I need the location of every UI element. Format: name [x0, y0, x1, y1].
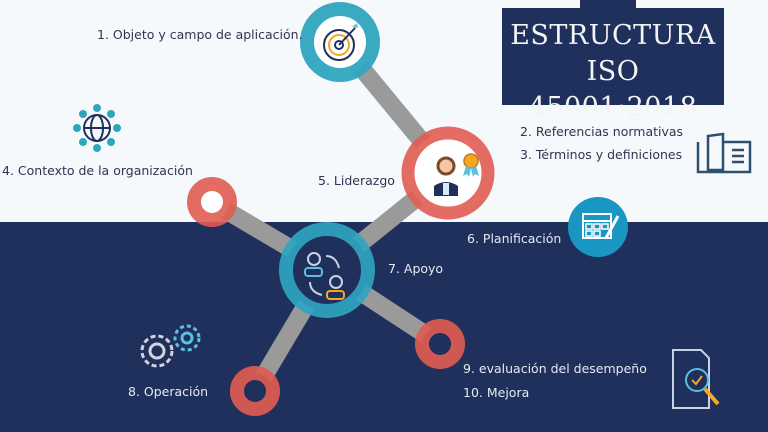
- target-icon: [323, 23, 358, 61]
- title-tab: [580, 0, 636, 9]
- navy-background: [0, 222, 768, 432]
- label-item-2: 2. Referencias normativas: [520, 124, 684, 139]
- label-item-8: 8. Operación: [128, 384, 209, 399]
- label-item-10: 10. Mejora: [463, 385, 530, 400]
- title-line2: ISO 45001:2018: [528, 56, 698, 123]
- connectors: [207, 36, 455, 396]
- label-item-9: 9. evaluación del desempeño: [463, 361, 647, 376]
- leader-award-icon: [434, 153, 479, 196]
- globe-network-icon: [73, 104, 121, 152]
- label-item-4: 4. Contexto de la organización: [2, 163, 193, 178]
- users-cycle-icon: [304, 252, 345, 300]
- label-item-1: 1. Objeto y campo de aplicación.: [97, 27, 303, 42]
- title-line1: ESTRUCTURA: [510, 20, 716, 51]
- calendar-icon: [568, 197, 628, 257]
- node-4-ring: [187, 177, 237, 227]
- label-item-6: 6. Planificación: [467, 231, 562, 246]
- node-8-ring: [230, 366, 280, 416]
- label-item-5: 5. Liderazgo: [318, 173, 395, 188]
- gears-icon: [140, 324, 201, 368]
- title-box: ESTRUCTURA ISO 45001:2018: [502, 8, 724, 123]
- book-icon: [696, 132, 752, 174]
- label-item-7: 7. Apoyo: [388, 261, 444, 276]
- document-search-icon: [672, 349, 720, 409]
- node-7-ring: [279, 222, 375, 318]
- node-9-ring: [415, 319, 465, 369]
- label-item-3: 3. Términos y definiciones: [520, 147, 683, 162]
